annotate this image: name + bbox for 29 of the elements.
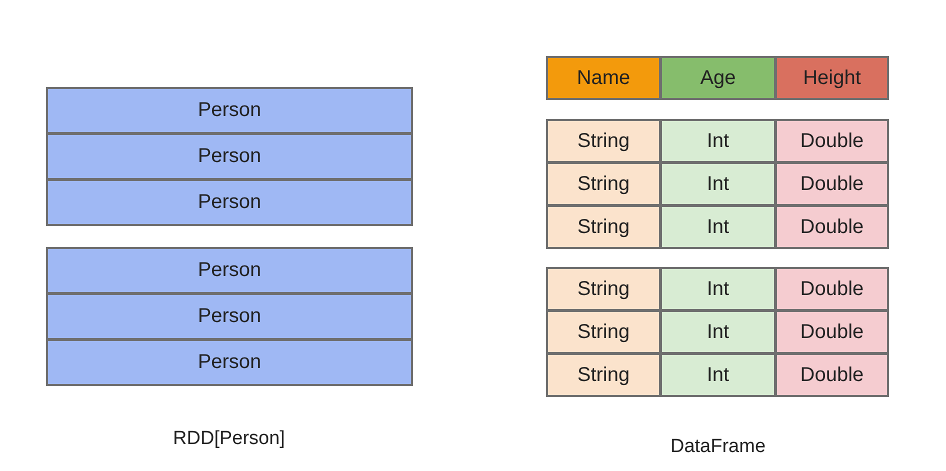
record-row: Person <box>46 87 413 134</box>
data-cell: Double <box>775 119 889 163</box>
data-cell: Int <box>660 162 776 206</box>
column-header: Age <box>660 56 776 100</box>
data-cell: Int <box>660 310 776 354</box>
record-row: Person <box>46 247 413 294</box>
record-row: Person <box>46 133 413 180</box>
data-cell: String <box>546 119 661 163</box>
data-cell: Double <box>775 353 889 397</box>
data-cell: Double <box>775 162 889 206</box>
data-cell: Int <box>660 119 776 163</box>
data-cell: Double <box>775 267 889 311</box>
data-cell: Int <box>660 353 776 397</box>
data-cell: Int <box>660 205 776 249</box>
data-cell: Double <box>775 310 889 354</box>
record-row: Person <box>46 179 413 226</box>
data-cell: Double <box>775 205 889 249</box>
record-row: Person <box>46 339 413 386</box>
data-cell: String <box>546 353 661 397</box>
caption: DataFrame <box>670 436 766 458</box>
data-cell: String <box>546 310 661 354</box>
record-row: Person <box>46 293 413 340</box>
caption: RDD[Person] <box>173 428 285 450</box>
column-header: Name <box>546 56 661 100</box>
data-cell: Int <box>660 267 776 311</box>
data-cell: String <box>546 267 661 311</box>
column-header: Height <box>775 56 889 100</box>
data-cell: String <box>546 162 661 206</box>
data-cell: String <box>546 205 661 249</box>
